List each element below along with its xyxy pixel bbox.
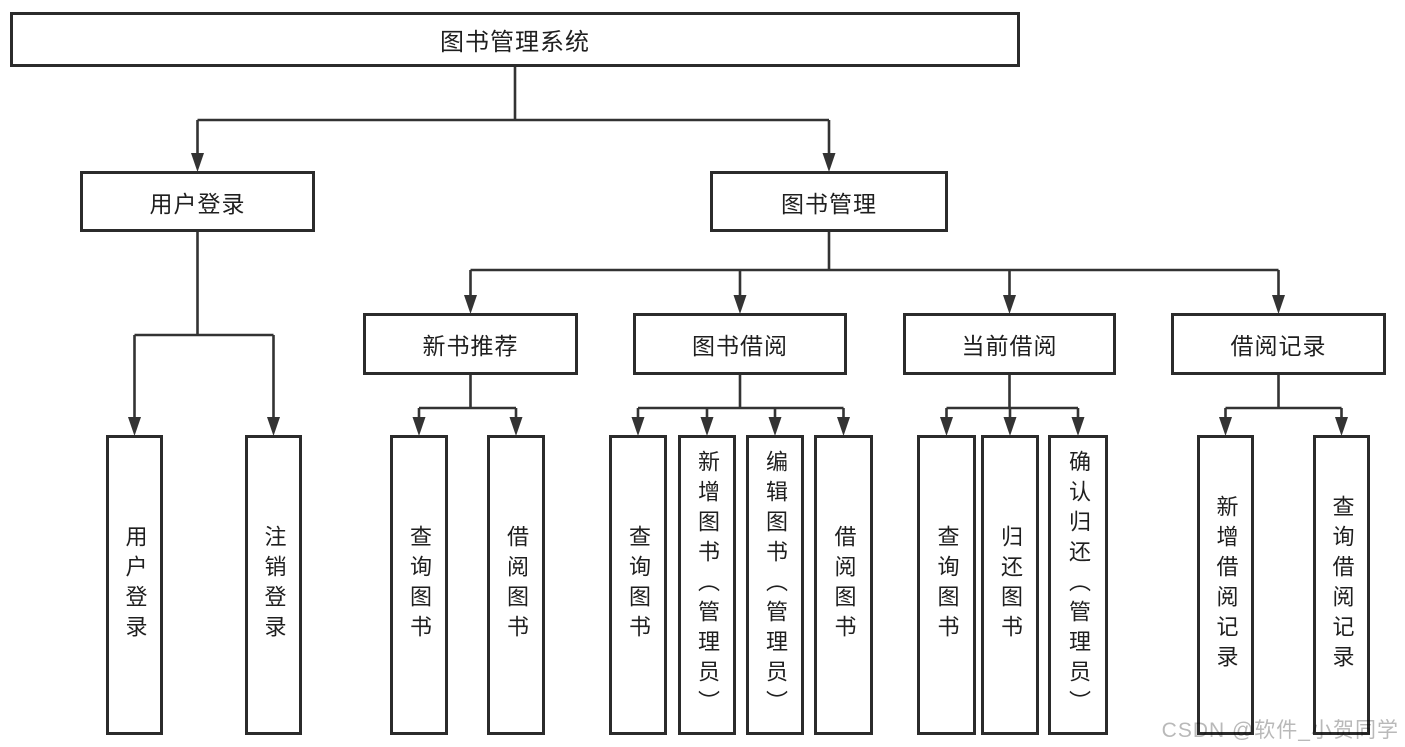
node-label: 图书借阅	[692, 333, 788, 359]
leaf-add-borrow-record: 新增借阅记录	[1197, 435, 1254, 735]
node-label: 借阅图书	[504, 525, 529, 645]
node-label: 图书管理	[781, 190, 877, 217]
leaf-logout: 注销登录	[245, 435, 302, 735]
leaf-confirm-return-admin: 确认归还（管理员）	[1048, 435, 1108, 735]
node-library-system: 图书管理系统	[10, 12, 1020, 67]
leaf-add-book-admin: 新增图书（管理员）	[678, 435, 736, 735]
leaf-edit-book-admin: 编辑图书（管理员）	[746, 435, 804, 735]
node-label: 归还图书	[998, 525, 1023, 645]
leaf-borrow-books-recommend: 借阅图书	[487, 435, 545, 735]
node-label: 查询图书	[626, 525, 651, 645]
node-label: 新书推荐	[422, 333, 519, 359]
node-label: 借阅记录	[1230, 333, 1327, 359]
node-label: 确认归还（管理员）	[1066, 450, 1091, 720]
node-label: 图书管理系统	[440, 29, 590, 56]
node-label: 查询图书	[934, 525, 960, 645]
node-current-borrowing: 当前借阅	[903, 313, 1116, 375]
leaf-query-books-borrowing: 查询图书	[609, 435, 667, 735]
leaf-query-borrow-record: 查询借阅记录	[1313, 435, 1370, 735]
node-label: 查询图书	[407, 525, 432, 645]
node-label: 查询借阅记录	[1329, 495, 1355, 675]
node-borrowing-records: 借阅记录	[1171, 313, 1386, 375]
leaf-query-books-current: 查询图书	[917, 435, 976, 735]
leaf-borrow-books: 借阅图书	[814, 435, 873, 735]
node-label: 注销登录	[261, 525, 287, 645]
leaf-query-books-recommend: 查询图书	[390, 435, 448, 735]
node-label: 编辑图书（管理员）	[763, 450, 788, 720]
node-book-management: 图书管理	[710, 171, 948, 232]
node-book-borrowing: 图书借阅	[633, 313, 847, 375]
node-user-login: 用户登录	[80, 171, 315, 232]
node-label: 新增借阅记录	[1213, 495, 1239, 675]
node-label: 新增图书（管理员）	[695, 450, 720, 720]
node-label: 用户登录	[149, 190, 246, 217]
leaf-user-login: 用户登录	[106, 435, 163, 735]
node-new-book-recommend: 新书推荐	[363, 313, 578, 375]
node-label: 当前借阅	[961, 333, 1058, 359]
node-label: 用户登录	[122, 525, 148, 645]
node-label: 借阅图书	[831, 525, 857, 645]
leaf-return-books: 归还图书	[981, 435, 1039, 735]
csdn-watermark: CSDN @软件_小贺同学	[1161, 719, 1399, 742]
